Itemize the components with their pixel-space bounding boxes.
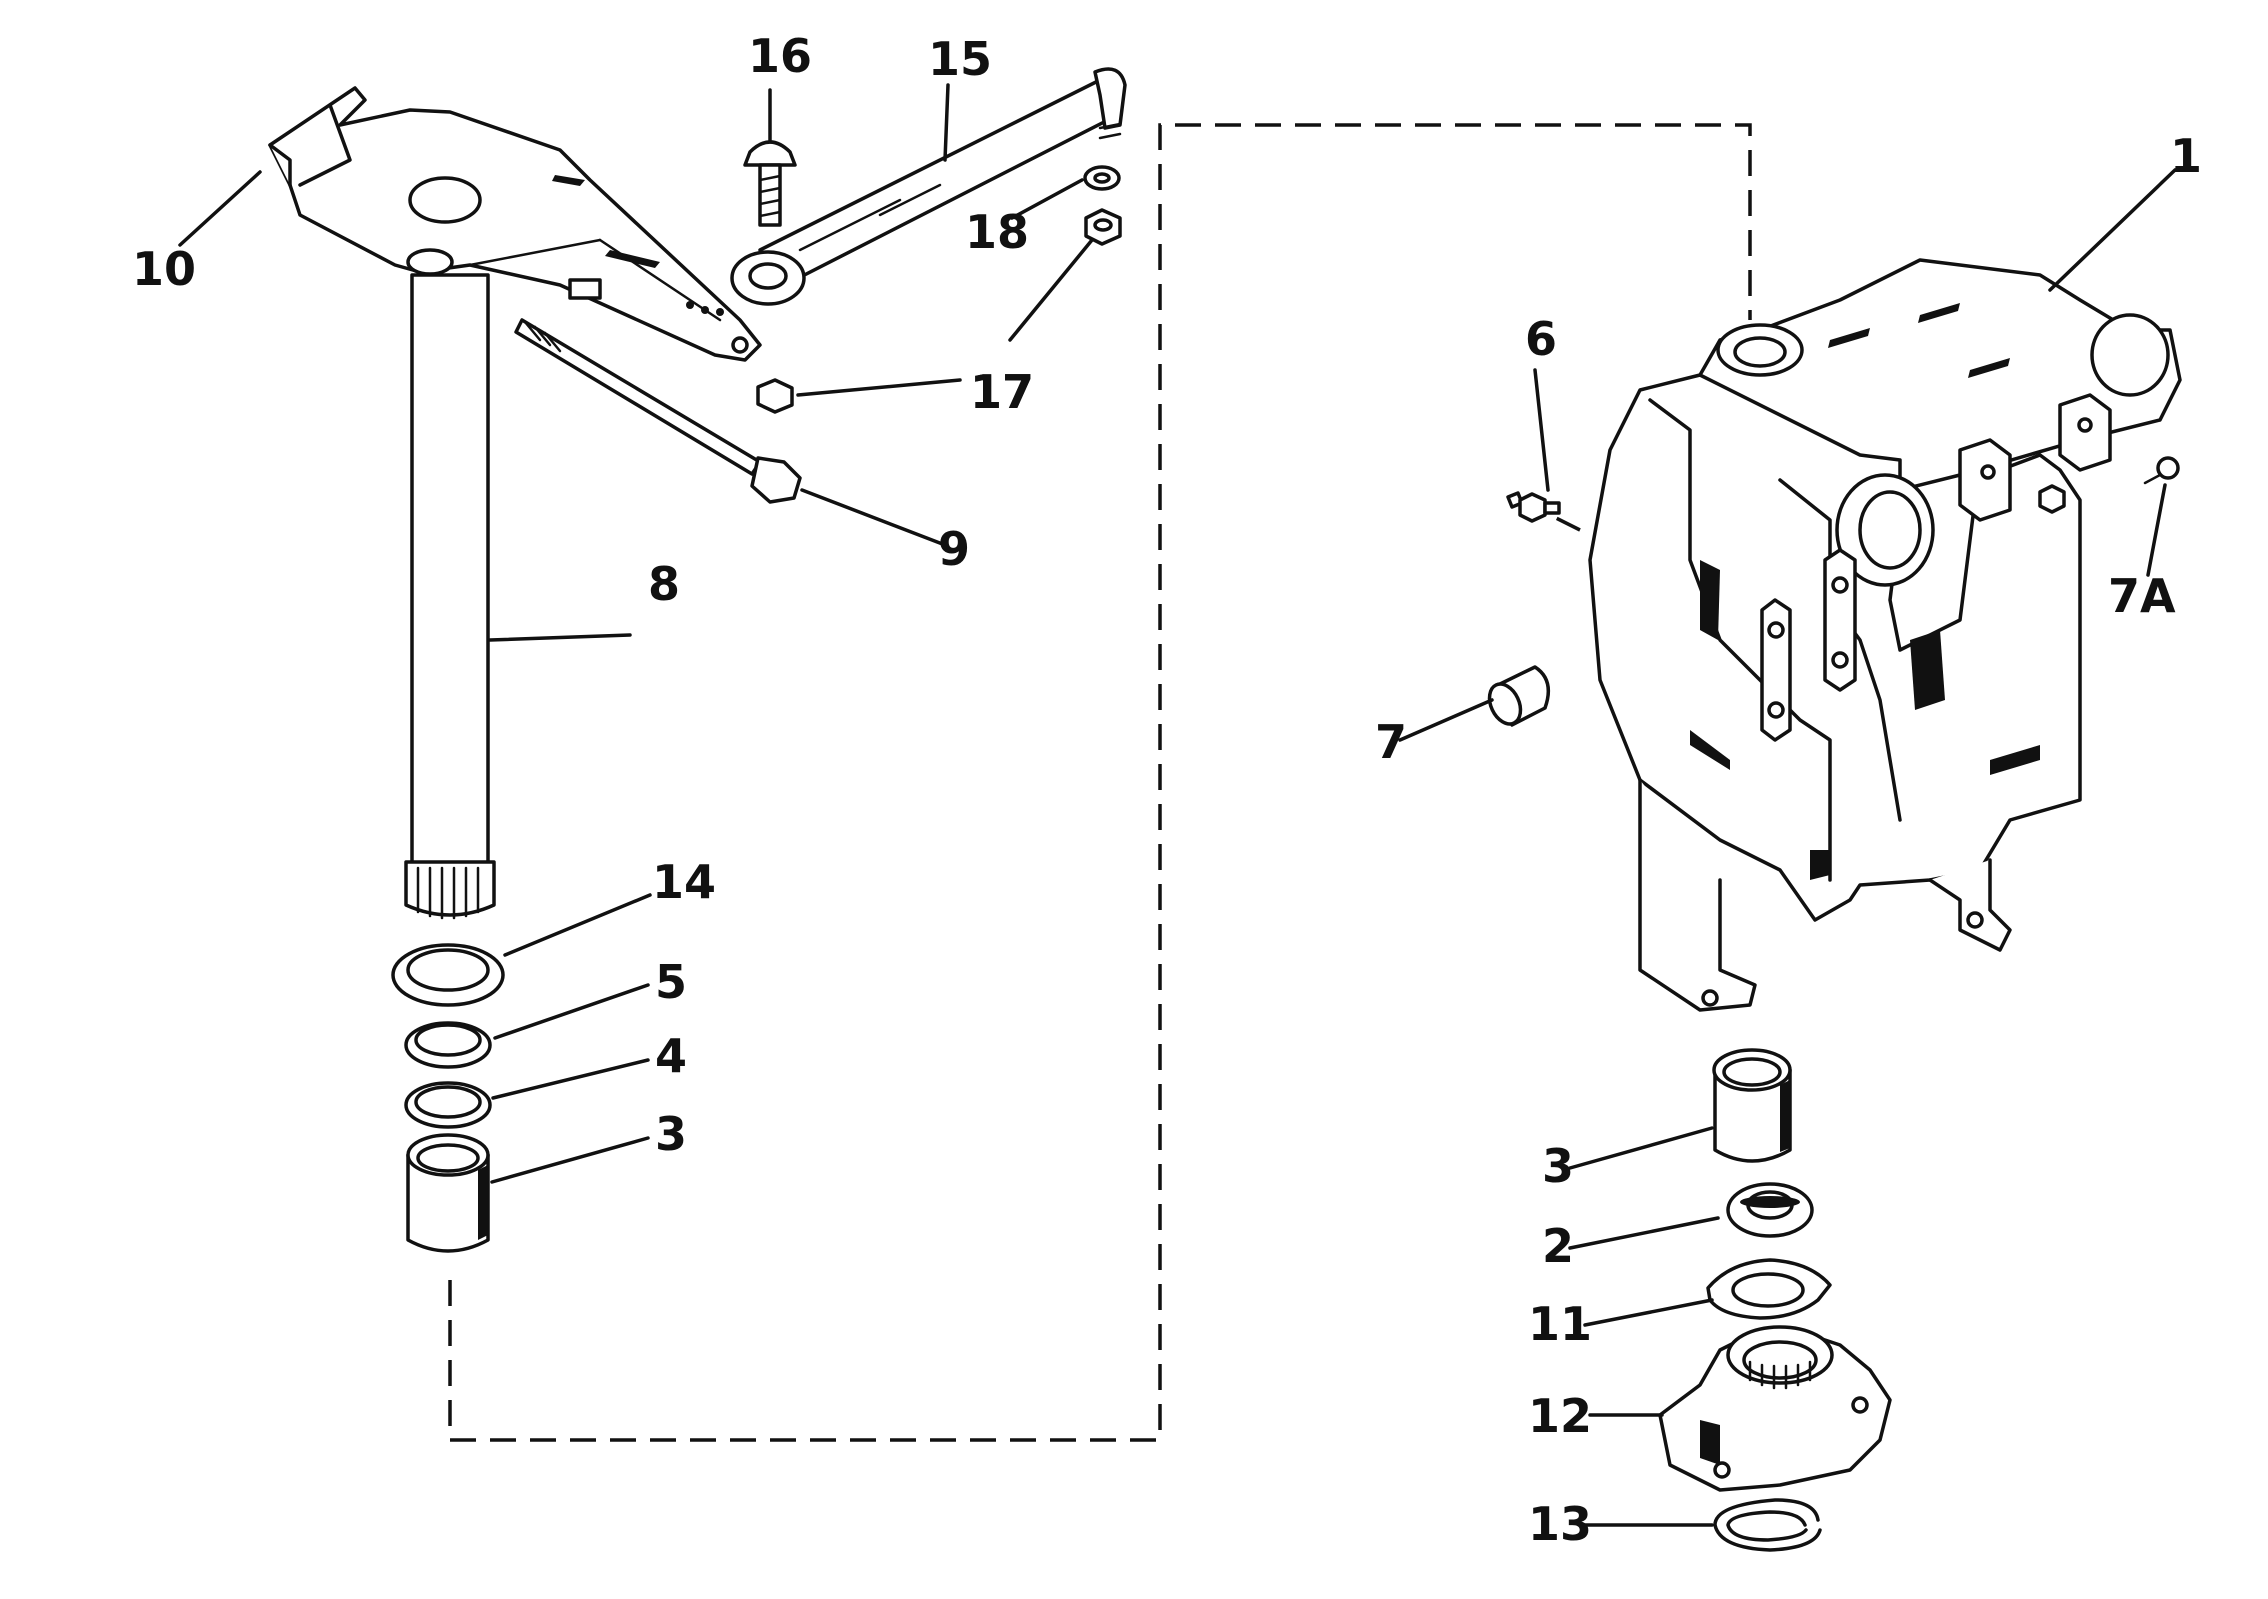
long-bolt	[514, 318, 802, 504]
steering-arm	[268, 86, 762, 362]
dashed-connector-outline	[448, 123, 1752, 1442]
callout-16: 16	[748, 29, 812, 83]
callout-9: 9	[938, 522, 970, 576]
nut-upper	[1084, 208, 1122, 246]
callout-3-right: 3	[1542, 1139, 1574, 1193]
nut-lower	[756, 378, 794, 414]
bushing-left	[406, 1133, 490, 1253]
callout-2: 2	[1542, 1219, 1574, 1273]
grease-fitting-6	[1506, 491, 1561, 523]
leader-lines	[178, 83, 2177, 1527]
callout-17-lower: 17	[970, 365, 1034, 419]
bushing-7	[1487, 665, 1551, 727]
callout-10: 10	[132, 242, 196, 296]
callout-4: 4	[655, 1029, 687, 1083]
callout-18: 18	[965, 205, 1029, 259]
callout-labels: 1 2 3 3 4 5 6 7 7A 8 9 10 11 12 13 14 15…	[132, 29, 2202, 1551]
lock-washer	[1706, 1258, 1832, 1320]
thrust-washer	[391, 943, 505, 1007]
retaining-ring	[1713, 1498, 1822, 1552]
bushing-right	[1712, 1048, 1792, 1163]
callout-11: 11	[1528, 1297, 1592, 1351]
callout-14: 14	[652, 855, 716, 909]
ball-bolt	[743, 140, 797, 227]
steering-yoke	[1658, 1325, 1892, 1492]
washer-18	[1083, 165, 1121, 191]
callout-6: 6	[1525, 312, 1557, 366]
callout-7a: 7A	[2108, 569, 2176, 623]
seal-ring	[404, 1021, 492, 1069]
callout-12: 12	[1528, 1389, 1592, 1443]
callout-7: 7	[1375, 715, 1407, 769]
small-screw	[2038, 484, 2066, 514]
screw-7a	[2143, 456, 2180, 485]
callout-8: 8	[648, 557, 680, 611]
seal-2	[1726, 1182, 1814, 1238]
callout-5: 5	[655, 955, 687, 1009]
callout-15: 15	[928, 32, 992, 86]
swivel-bracket	[1588, 258, 2182, 1012]
o-ring	[404, 1081, 492, 1129]
steering-tube	[404, 273, 496, 920]
callout-13: 13	[1528, 1497, 1592, 1551]
callout-1: 1	[2170, 129, 2202, 183]
steering-link-rod	[730, 67, 1127, 306]
callout-17-upper: 17	[970, 365, 1034, 419]
callout-3-left: 3	[655, 1107, 687, 1161]
